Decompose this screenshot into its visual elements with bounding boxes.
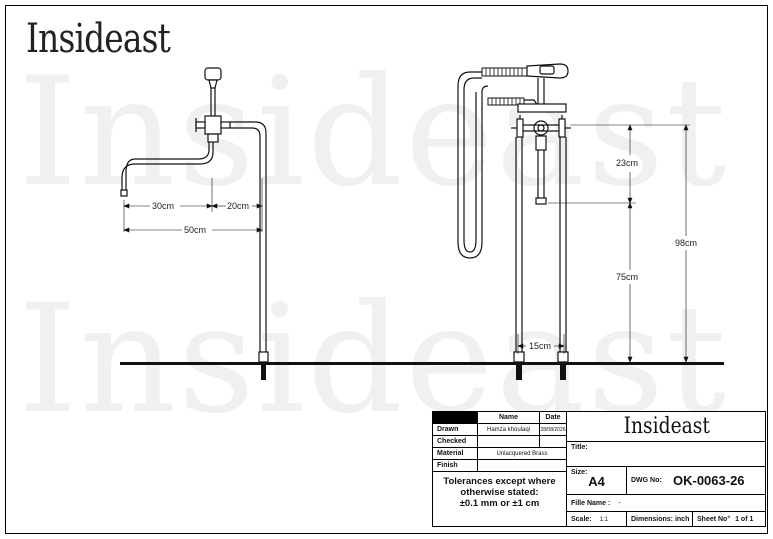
sheet-number-value: 1 of 1 [735, 516, 754, 523]
title-label: Title: [567, 442, 766, 467]
material-value: Unlacquered Brass [478, 448, 567, 460]
col-date-header: Date [540, 412, 567, 424]
title-block-brand-text: Insideast [623, 414, 710, 439]
file-name-label: Fille Name : [571, 500, 611, 507]
tolerance-line-2: otherwise stated: [460, 487, 539, 498]
size-value: A4 [588, 474, 605, 489]
finish-label: Finish [433, 460, 478, 472]
col-name-header: Name [478, 412, 540, 424]
brand-logo: Insideast [26, 16, 171, 62]
dimension-50cm: 50cm [184, 225, 206, 235]
dwg-label: DWG No: [631, 477, 662, 484]
title-block-corner [433, 412, 478, 424]
checked-date [540, 436, 567, 448]
sheet-number-cell: Sheet No° 1 of 1 [693, 512, 766, 527]
title-block-brand: Insideast [567, 412, 766, 442]
watermark-bottom: Insideast [18, 273, 729, 447]
dimensions-unit-cell: Dimensions: inch [627, 512, 693, 527]
drawn-label: Drawn [433, 424, 478, 436]
dimension-15cm: 15cm [529, 341, 551, 351]
dimension-23cm: 23cm [616, 158, 638, 168]
front-view-faucet [457, 63, 571, 363]
front-view-dimensions [517, 124, 690, 363]
tolerance-line-1: Tolerances except where [443, 476, 556, 487]
side-view-foot [261, 365, 266, 380]
tolerance-note: Tolerances except where otherwise stated… [433, 472, 567, 527]
dimensions-unit-label: Dimensions: inch [631, 516, 690, 523]
size-cell: Size: A4 [567, 467, 627, 495]
dwg-value: OK-0063-26 [673, 473, 745, 488]
dimension-98cm: 98cm [675, 238, 697, 248]
size-label: Size: [571, 469, 588, 476]
scale-value: 1:1 [599, 517, 608, 523]
floor-line [120, 362, 724, 365]
checked-label: Checked [433, 436, 478, 448]
finish-value [478, 460, 567, 472]
dimension-30cm: 30cm [152, 201, 174, 211]
checked-name [478, 436, 540, 448]
sheet-number-label: Sheet No° [697, 516, 731, 523]
scale-label: Scale: [571, 516, 592, 523]
front-view-foot-left [516, 365, 522, 380]
dimension-75cm: 75cm [616, 272, 638, 282]
drawn-name: Hamza khoulaqi [478, 424, 540, 436]
watermark-top: Insideast [18, 46, 729, 220]
front-view-foot-right [560, 365, 566, 380]
tolerance-line-3: ±0.1 mm or ±1 cm [459, 498, 540, 509]
file-name-cell: Fille Name : - [567, 495, 766, 512]
side-view-faucet [120, 67, 269, 363]
dimension-20cm: 20cm [227, 201, 249, 211]
drawn-date: 28/08/2026 [540, 424, 567, 436]
scale-cell: Scale: 1:1 [567, 512, 627, 527]
file-name-value: - [618, 500, 621, 507]
title-block: Name Date Drawn Hamza khoulaqi 28/08/202… [432, 411, 766, 527]
dwg-cell: DWG No: OK-0063-26 [627, 467, 766, 495]
side-view-dimensions [123, 178, 263, 233]
material-label: Material [433, 448, 478, 460]
